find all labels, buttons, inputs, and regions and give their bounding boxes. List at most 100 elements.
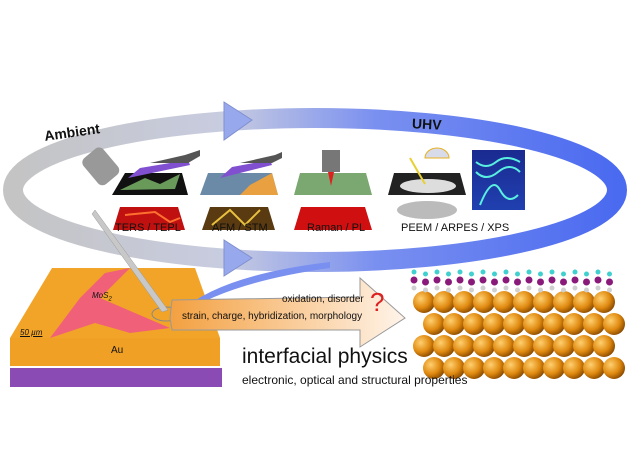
mos2-atom bbox=[411, 285, 417, 291]
lattice-model bbox=[410, 269, 625, 379]
substrate-layer bbox=[10, 368, 222, 387]
gold-atom bbox=[503, 357, 525, 379]
gold-atom bbox=[533, 291, 555, 313]
arrow-text-line1: oxidation, disorder bbox=[282, 294, 364, 305]
afm-illustration bbox=[200, 152, 282, 230]
gold-atom bbox=[493, 291, 515, 313]
gold-atom bbox=[523, 357, 545, 379]
uhv-label: UHV bbox=[411, 115, 442, 133]
mos2-atom bbox=[480, 285, 486, 291]
peem-arpes-illustration bbox=[388, 147, 525, 219]
mos2-atom bbox=[526, 285, 532, 291]
gold-atom bbox=[433, 291, 455, 313]
caption-title: interfacial physics bbox=[242, 345, 408, 368]
mos2-atom bbox=[561, 271, 566, 277]
mos2-atom bbox=[410, 276, 418, 284]
gold-atom bbox=[463, 357, 485, 379]
mos2-atom bbox=[595, 269, 601, 275]
gold-atom bbox=[493, 335, 515, 357]
gold-atom bbox=[483, 357, 505, 379]
gold-atom bbox=[413, 335, 435, 357]
gold-atom bbox=[413, 291, 435, 313]
gold-atom bbox=[553, 291, 575, 313]
gold-atom bbox=[563, 313, 585, 335]
gold-atom bbox=[603, 313, 625, 335]
gold-atom bbox=[523, 313, 545, 335]
mos2-atom bbox=[584, 287, 589, 293]
gold-atom bbox=[573, 291, 595, 313]
scale-bar-label: 50 µm bbox=[20, 328, 43, 337]
mos2-atom bbox=[503, 269, 509, 275]
mos2-atom bbox=[595, 285, 601, 291]
raman-illustration bbox=[294, 150, 372, 230]
gold-atom bbox=[543, 313, 565, 335]
gold-atom bbox=[513, 291, 535, 313]
mos2-atom bbox=[549, 269, 555, 275]
mos2-atom bbox=[526, 269, 532, 275]
flake-label: MoS2 bbox=[92, 291, 112, 303]
measurement-cycle-ring bbox=[3, 101, 627, 277]
mos2-atom bbox=[433, 276, 441, 284]
arrow-text-line2: strain, charge, hybridization, morpholog… bbox=[182, 311, 363, 322]
mos2-atom bbox=[480, 269, 486, 275]
mos2-flake bbox=[50, 268, 170, 338]
gold-atom bbox=[573, 335, 595, 357]
mos2-atom bbox=[583, 278, 590, 286]
gold-atom bbox=[593, 291, 615, 313]
mos2-atom bbox=[411, 269, 417, 275]
gold-atom bbox=[543, 357, 565, 379]
mos2-atom bbox=[423, 287, 428, 293]
mos2-atom bbox=[469, 287, 474, 293]
mos2-atom bbox=[572, 269, 578, 275]
gold-atom bbox=[533, 335, 555, 357]
technique-label-afm: AFM / STM bbox=[212, 222, 268, 234]
mos2-atom bbox=[446, 287, 451, 293]
mos2-atom bbox=[607, 271, 612, 277]
mos2-atom bbox=[469, 271, 474, 277]
mos2-atom bbox=[514, 278, 521, 286]
mos2-atom bbox=[548, 276, 556, 284]
interface-arrow bbox=[169, 276, 406, 348]
ring-arrowhead-top bbox=[223, 101, 253, 141]
gold-atom bbox=[443, 313, 465, 335]
mos2-atom bbox=[560, 278, 567, 286]
mos2-atom bbox=[423, 271, 428, 277]
mos2-atom bbox=[434, 269, 440, 275]
gold-atom bbox=[513, 335, 535, 357]
flake-label-subscript: 2 bbox=[108, 296, 112, 303]
flake-label-text: MoS bbox=[92, 291, 109, 300]
gold-atom bbox=[453, 291, 475, 313]
mos2-atom bbox=[445, 278, 452, 286]
gold-atom bbox=[593, 335, 615, 357]
mos2-atom bbox=[468, 278, 475, 286]
mos2-atom bbox=[446, 271, 451, 277]
gold-atom bbox=[483, 313, 505, 335]
mos2-atom bbox=[594, 276, 602, 284]
mos2-atom bbox=[422, 278, 429, 286]
mos2-atom bbox=[457, 285, 463, 291]
gold-atom bbox=[443, 357, 465, 379]
gold-atom bbox=[553, 335, 575, 357]
mos2-atom bbox=[515, 287, 520, 293]
mos2-atom bbox=[538, 287, 543, 293]
technique-label-peem: PEEM / ARPES / XPS bbox=[401, 222, 510, 234]
gold-atom bbox=[433, 335, 455, 357]
ters-illustration bbox=[82, 147, 200, 230]
gold-atom bbox=[423, 313, 445, 335]
ring-arrowhead-bottom bbox=[223, 239, 253, 277]
mos2-atom bbox=[492, 287, 497, 293]
mos2-atom bbox=[491, 278, 498, 286]
mos2-on-au-sample bbox=[10, 268, 222, 387]
gold-atom bbox=[423, 357, 445, 379]
question-mark: ? bbox=[370, 287, 385, 317]
mos2-atom bbox=[492, 271, 497, 277]
mos2-atom bbox=[606, 278, 613, 286]
mos2-atom bbox=[502, 276, 510, 284]
substrate-label: Au bbox=[111, 345, 124, 356]
mos2-atom bbox=[457, 269, 463, 275]
mos2-atom bbox=[572, 285, 578, 291]
mos2-atom bbox=[515, 271, 520, 277]
gold-atom bbox=[473, 291, 495, 313]
gold-atom bbox=[603, 357, 625, 379]
